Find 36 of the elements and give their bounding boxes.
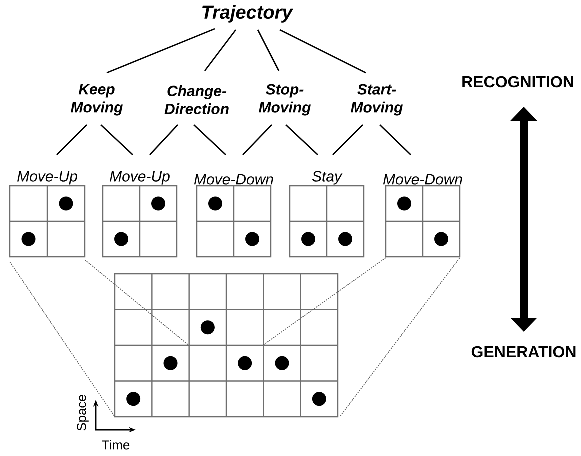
tree-line (204, 30, 237, 72)
grid-box: Move-Up (9, 171, 86, 258)
direction-label: GENERATION (472, 346, 576, 358)
projection-line (262, 258, 386, 346)
node-label: Move-Down (383, 174, 462, 185)
node-label: Stay (312, 171, 343, 185)
projection-line (10, 262, 116, 418)
grid-box (114, 273, 339, 418)
tree-line (100, 124, 134, 156)
grid-box: Move-Down (383, 174, 462, 258)
grid-box: Move-Down (194, 174, 274, 258)
tree-line (150, 124, 179, 156)
category-label: Stop-Moving (259, 84, 311, 116)
projection-line (340, 258, 460, 418)
axis-label: Time (102, 440, 130, 450)
projection-line (84, 260, 190, 346)
category-label: Keep Moving (71, 84, 123, 116)
node-label: Move-Up (18, 171, 78, 185)
tree-line (332, 124, 364, 156)
tree-line (380, 124, 412, 156)
tree-line (286, 124, 318, 156)
tree-line (257, 30, 280, 72)
category-label: Start-Moving (351, 84, 403, 116)
grid-box: Move-Up (102, 171, 178, 258)
tree-line (106, 28, 216, 74)
tree-line (280, 29, 366, 74)
node-label: Move-Up (110, 171, 170, 185)
tree-line (242, 124, 272, 156)
node-label: Move-Down (194, 174, 274, 185)
axis-label: Space (77, 395, 89, 431)
tree-line (194, 124, 226, 156)
direction-label: RECOGNITION (462, 76, 574, 88)
tree-line (56, 124, 88, 156)
category-label: Change-Direction (164, 86, 229, 114)
title-text: Trajectory (202, 5, 294, 23)
grid-box: Stay (289, 171, 365, 258)
